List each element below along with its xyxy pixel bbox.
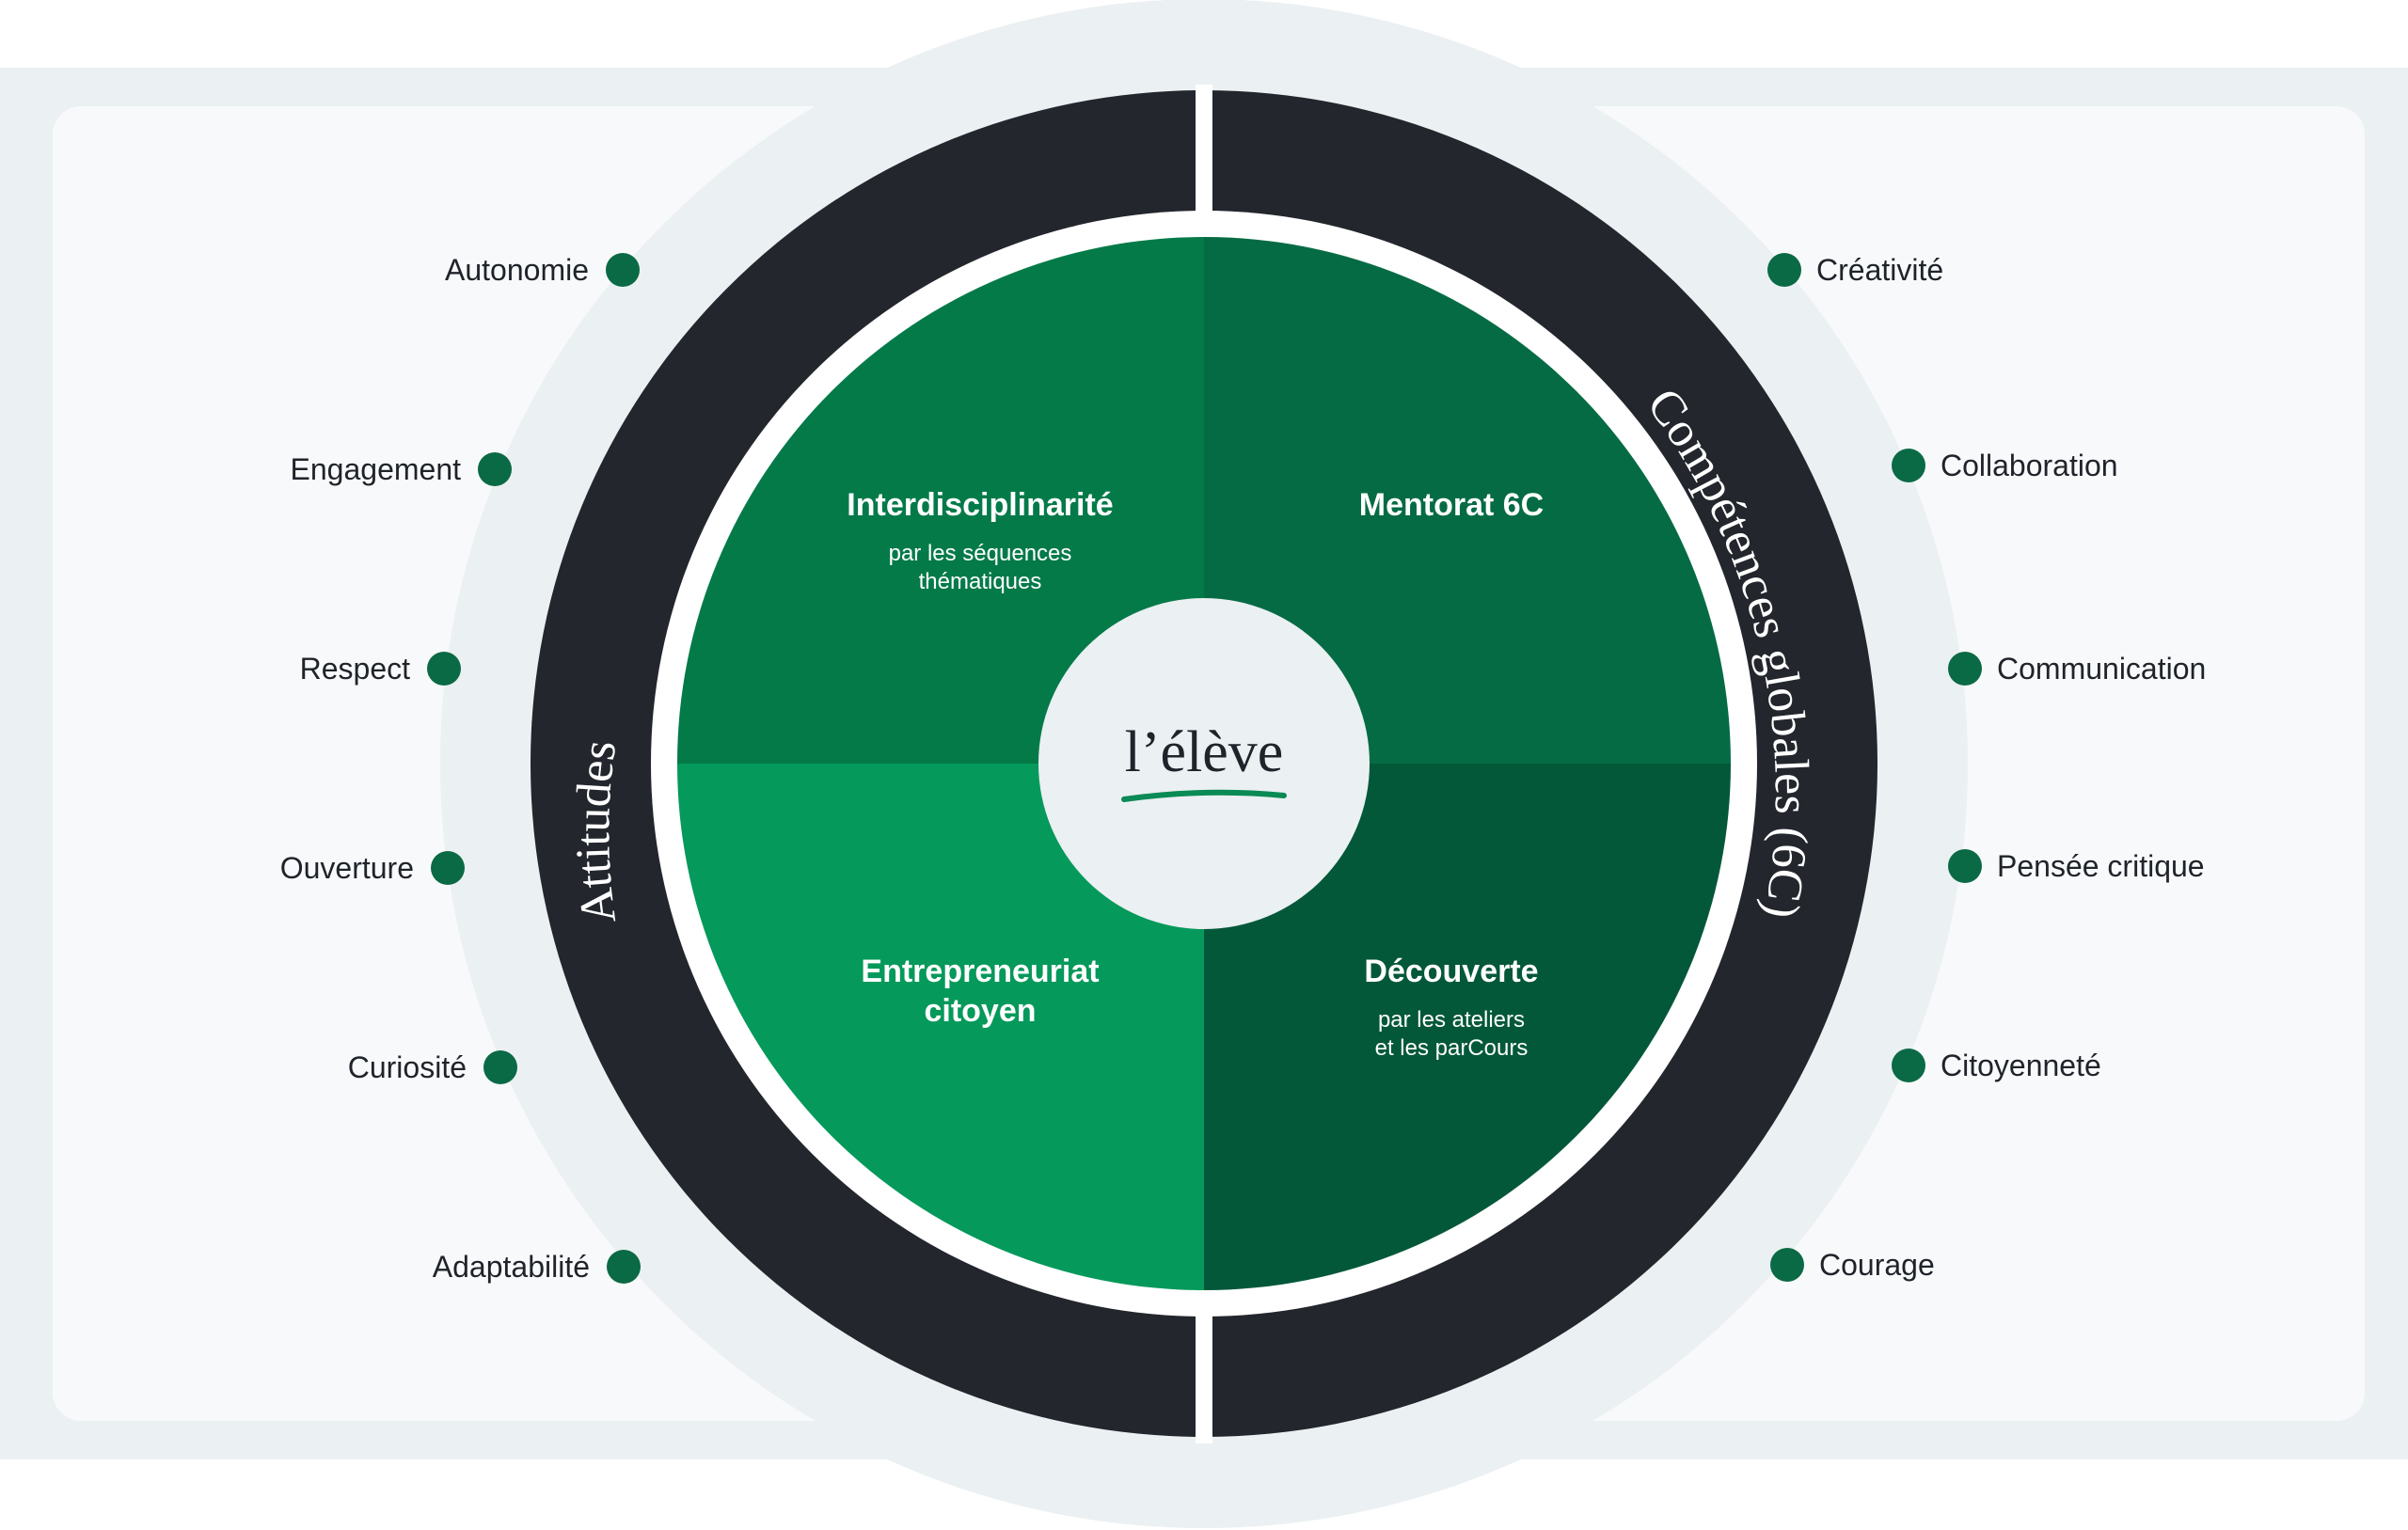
list-item-label: Créativité — [1816, 253, 1943, 287]
list-item: Courage — [1770, 1248, 1935, 1282]
bullet-dot-icon — [427, 652, 461, 686]
bullet-dot-icon — [1948, 652, 1982, 686]
quadrant-subtitle: par les séquences — [889, 541, 1072, 566]
quadrant-subtitle: thématiques — [919, 569, 1042, 594]
list-item-label: Pensée critique — [1997, 849, 2205, 883]
bullet-dot-icon — [1767, 253, 1801, 287]
quadrant-title: Entrepreneuriat — [861, 954, 1099, 989]
bullet-dot-icon — [478, 452, 512, 486]
quadrant-bottom-right — [1204, 764, 1731, 1290]
quadrant-title: Interdisciplinarité — [847, 487, 1113, 523]
list-item: Pensée critique — [1948, 849, 2205, 883]
list-item: Ouverture — [280, 851, 465, 885]
list-item-label: Courage — [1819, 1248, 1935, 1282]
quadrants-group: Interdisciplinarité par les séquences thém… — [677, 237, 1731, 1290]
list-item-label: Ouverture — [280, 851, 414, 885]
list-item: Respect — [300, 652, 461, 686]
bullet-dot-icon — [1892, 1049, 1925, 1082]
bullet-dot-icon — [1770, 1248, 1804, 1282]
center-underline — [1121, 789, 1287, 802]
bullet-dot-icon — [1892, 449, 1925, 482]
center-circle — [1038, 598, 1370, 929]
bullet-dot-icon — [431, 851, 465, 885]
ring-gap-bottom — [1196, 1274, 1212, 1443]
bullet-dot-icon — [606, 253, 640, 287]
competences-list: CréativitéCollaborationCommunicationPens… — [1767, 253, 2206, 1282]
list-item: Créativité — [1767, 253, 1943, 287]
bullet-dot-icon — [607, 1250, 641, 1284]
bullet-dot-icon — [483, 1050, 517, 1084]
quadrant-title: Découverte — [1364, 954, 1538, 989]
quadrant-top-right — [1204, 237, 1731, 764]
quadrant-subtitle: et les parCours — [1375, 1035, 1529, 1061]
bullet-dot-icon — [1948, 849, 1982, 883]
quadrant-subtitle: par les ateliers — [1378, 1007, 1525, 1033]
list-item-label: Curiosité — [348, 1050, 467, 1084]
list-item: Citoyenneté — [1892, 1049, 2101, 1082]
list-item-label: Collaboration — [1941, 449, 2118, 482]
list-item: Curiosité — [348, 1050, 517, 1084]
list-item-label: Respect — [300, 652, 411, 686]
list-item: Autonomie — [445, 253, 640, 287]
list-item-label: Communication — [1997, 652, 2206, 686]
attitudes-list: AutonomieEngagementRespectOuvertureCurio… — [280, 253, 641, 1284]
list-item-label: Adaptabilité — [433, 1250, 590, 1284]
list-item: Communication — [1948, 652, 2206, 686]
quadrant-title: citoyen — [924, 993, 1036, 1029]
list-item-label: Engagement — [291, 452, 462, 486]
list-item: Adaptabilité — [433, 1250, 641, 1284]
list-item: Engagement — [291, 452, 512, 486]
list-item: Collaboration — [1892, 449, 2118, 482]
quadrant-title: Mentorat 6C — [1359, 487, 1544, 523]
list-item-label: Citoyenneté — [1941, 1049, 2101, 1082]
list-item-label: Autonomie — [445, 253, 589, 287]
quadrant-top-left — [677, 237, 1204, 764]
center-label: l’élève — [1125, 720, 1284, 784]
quadrant-bottom-left — [677, 764, 1204, 1290]
